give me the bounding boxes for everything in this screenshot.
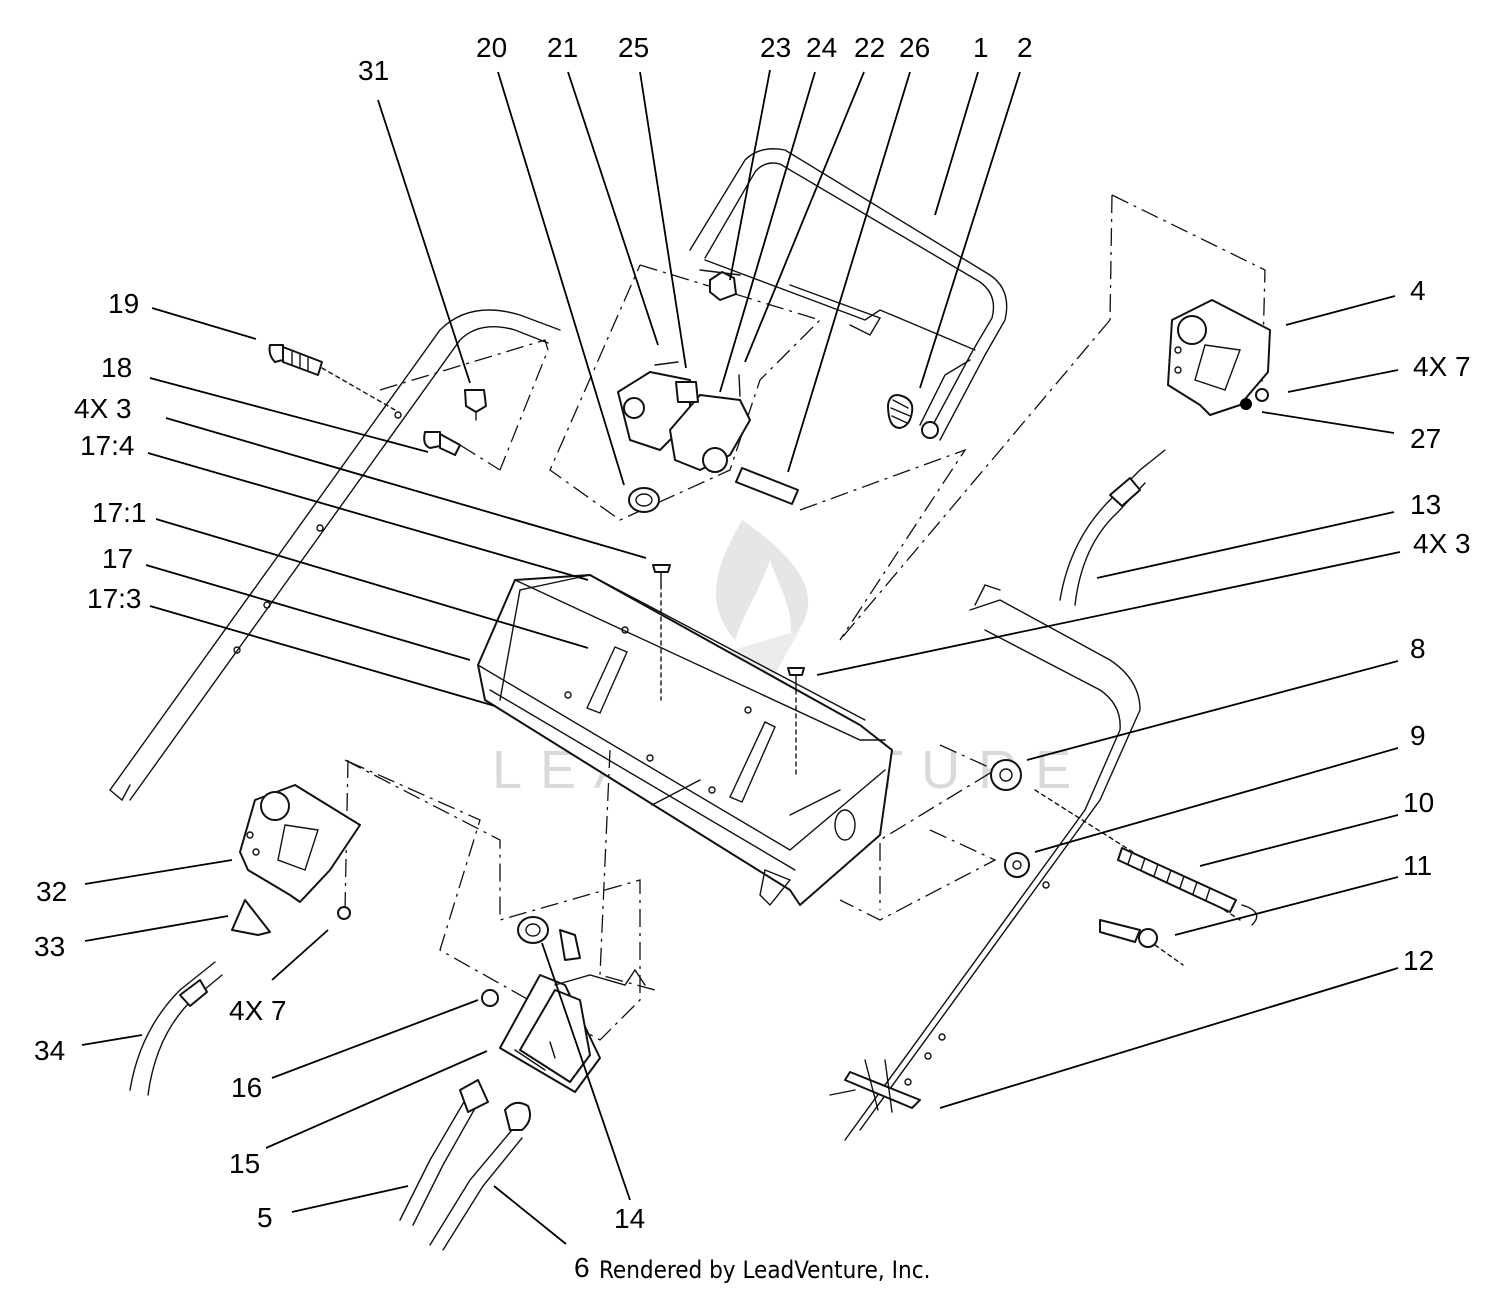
leader-8 [1026,660,1399,761]
callout-17-4: 17:4 [80,430,135,461]
leader-14 [541,942,631,1201]
callout-14: 14 [614,1203,645,1234]
callout-23: 23 [760,32,791,63]
callout-4x3a: 4X 3 [74,393,132,424]
control-panel-part-17 [477,574,893,907]
leader-11 [1174,876,1399,936]
lower-cable-bracket-part-32 [231,759,361,936]
leader-4x3b [816,551,1401,676]
fastener-parts-left [268,344,501,471]
parts-artwork [109,148,1271,1251]
fastener-parts-right [839,744,1258,966]
callout-15: 15 [229,1148,260,1179]
callout-17: 17 [102,543,133,574]
leader-1 [934,71,979,216]
callout-19: 19 [108,288,139,319]
callout-24: 24 [806,32,837,63]
callout-18: 18 [101,352,132,383]
leader-lines [81,69,1401,1245]
callout-22: 22 [854,32,885,63]
callout-25: 25 [618,32,649,63]
lower-bracket-part-15 [344,749,656,1093]
clip-part-12 [829,1059,921,1113]
leader-24 [719,71,816,393]
leader-16 [271,999,479,1079]
left-handle [109,309,561,802]
right-handle [839,319,1141,1141]
callout-4x7b: 4X 7 [229,995,287,1026]
leader-17 [145,564,471,661]
callout-12: 12 [1403,945,1434,976]
callout-17-1: 17:1 [92,497,147,528]
callout-4: 4 [1410,275,1426,306]
leader-22 [744,71,865,363]
leader-10 [1199,814,1399,867]
control-bracket-assembly [549,264,971,641]
cable-parts-5-6 [399,1079,531,1251]
leader-17-4 [147,452,589,581]
leader-27 [1261,411,1395,434]
leader-34 [81,1034,143,1046]
leader-31 [377,99,471,384]
footer: 6 Rendered by LeadVenture, Inc. [574,1252,930,1284]
upper-handle-part-1 [689,148,1008,441]
callout-13: 13 [1410,489,1441,520]
leader-26 [787,71,911,473]
leader-4x3a [165,417,647,559]
callout-17-3: 17:3 [87,583,142,614]
screw-parts [652,564,805,776]
leader-9 [1034,747,1399,853]
right-cable-bracket-part-4 [1109,194,1271,416]
leader-33 [84,915,229,942]
callout-labels: 20 21 25 23 24 22 26 1 2 31 19 18 4X 3 1… [34,32,1471,1234]
callout-26: 26 [899,32,930,63]
leader-2 [919,71,1021,389]
cable-part-13 [1059,449,1166,606]
leader-23 [729,69,771,281]
callout-16: 16 [231,1072,262,1103]
footer-credit: Rendered by LeadVenture, Inc. [599,1256,930,1284]
leader-17-1 [155,518,589,649]
callout-10: 10 [1403,787,1434,818]
leader-25 [639,71,687,369]
leader-20 [497,71,625,486]
leader-17-3 [149,605,496,707]
callout-6: 6 [574,1252,590,1283]
leader-5 [291,1185,409,1213]
callout-9: 9 [1410,720,1426,751]
leader-13 [1096,511,1395,579]
callout-5: 5 [257,1202,273,1233]
callout-8: 8 [1410,633,1426,664]
cable-part-34 [129,961,223,1096]
leader-4x7a [1287,369,1399,393]
leader-21 [567,71,659,346]
callout-32: 32 [36,876,67,907]
callout-4x3b: 4X 3 [1413,528,1471,559]
leader-15 [265,1050,488,1149]
callout-21: 21 [547,32,578,63]
callout-20: 20 [476,32,507,63]
leader-18 [149,377,429,453]
callout-31: 31 [358,55,389,86]
leader-12 [939,967,1399,1109]
callout-1: 1 [973,32,989,63]
leader-6 [493,1185,567,1245]
callout-33: 33 [34,931,65,962]
callout-4x7a: 4X 7 [1413,351,1471,382]
leader-4 [1285,295,1396,326]
callout-11: 11 [1403,850,1432,881]
leader-32 [84,859,233,885]
callout-34: 34 [34,1035,65,1066]
leader-4x7b [271,929,329,981]
callout-27: 27 [1410,423,1441,454]
leader-19 [151,307,257,340]
callout-2: 2 [1017,32,1033,63]
